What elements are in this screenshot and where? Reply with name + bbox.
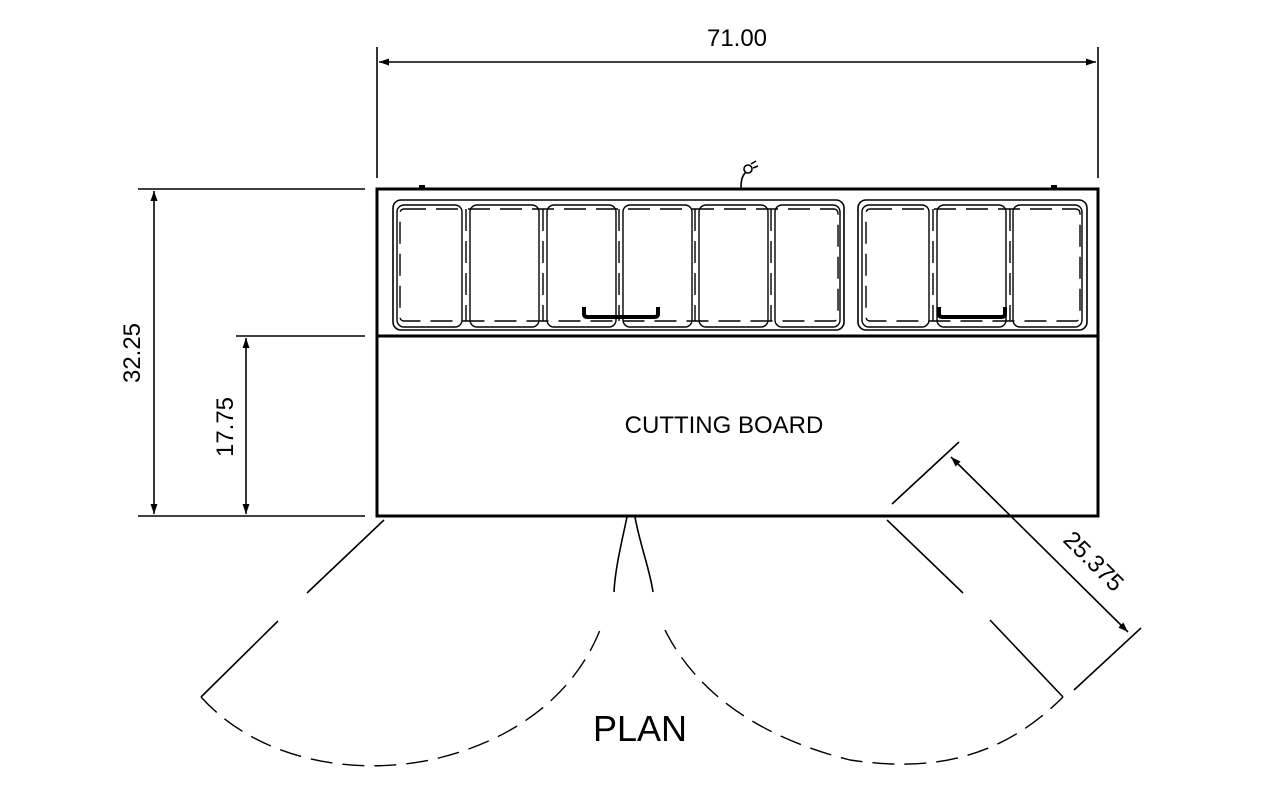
right-door-arc <box>664 629 1064 765</box>
hinge-right <box>1051 185 1057 190</box>
power-cord-icon <box>740 160 759 190</box>
pan-7 <box>861 204 930 328</box>
pan-5 <box>698 204 769 328</box>
pan-4 <box>622 204 693 328</box>
pan-3 <box>546 204 617 328</box>
clearance-extension-bottom <box>1073 627 1142 691</box>
width-dimension-label: 71.00 <box>707 25 767 52</box>
pan-6 <box>774 204 841 328</box>
pan-rail <box>392 199 1088 331</box>
board-depth-dimension-label: 17.75 <box>212 397 239 457</box>
left-door-arc <box>200 629 601 767</box>
depth-dimension: 32.25 <box>119 188 365 517</box>
pan-1 <box>396 204 463 328</box>
unit-body <box>375 160 1100 518</box>
clearance-extension-top <box>891 441 960 505</box>
clearance-dimension-line <box>950 456 1129 633</box>
pan-8 <box>936 204 1007 328</box>
right-door-leaf <box>989 619 1064 698</box>
clearance-dimension-label: 25.375 <box>1058 526 1129 597</box>
board-depth-dimension: 17.75 <box>212 335 365 514</box>
center-post-left <box>613 516 628 593</box>
center-post-right <box>634 516 654 593</box>
unit-outline <box>375 187 1100 518</box>
lid-handle-right <box>937 307 1007 319</box>
door-swings <box>200 516 1064 767</box>
view-title: PLAN <box>593 708 687 749</box>
pan-well-right <box>857 199 1088 331</box>
pan-9 <box>1012 204 1083 328</box>
cutting-board-label: CUTTING BOARD <box>625 412 824 439</box>
left-door-edge <box>306 519 385 594</box>
hinge-left <box>419 185 425 190</box>
width-dimension: 71.00 <box>376 25 1099 178</box>
hidden-lid-lines <box>399 208 1081 322</box>
lid-handle-left <box>582 307 660 319</box>
right-door-edge <box>886 519 964 594</box>
left-door-leaf <box>200 620 279 698</box>
pan-2 <box>469 204 540 328</box>
depth-dimension-label: 32.25 <box>119 323 146 383</box>
pan-well-left <box>392 199 845 331</box>
door-clearance-dimension: 25.375 <box>891 441 1142 691</box>
